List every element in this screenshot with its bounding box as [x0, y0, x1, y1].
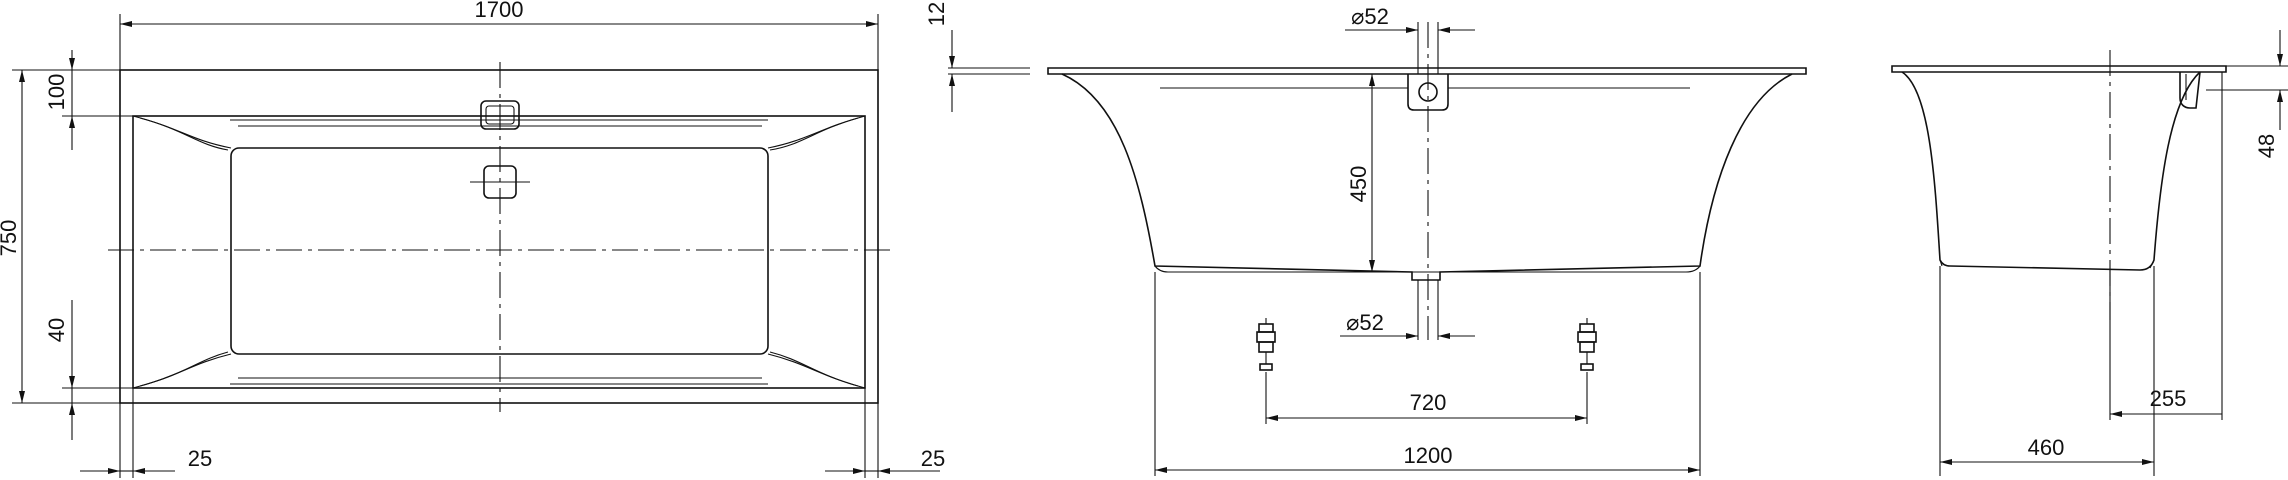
dim-label-inner-depth: 450 — [1346, 166, 1371, 203]
dim-label-rim-left: 25 — [188, 446, 212, 471]
dim-label-drain-diameter: ⌀52 — [1346, 310, 1384, 335]
top-view: 1700 750 100 40 25 25 — [0, 0, 945, 478]
side-view-rim — [1891, 65, 2227, 73]
dim-label-rim-height: 48 — [2254, 134, 2279, 158]
dim-label-base-width: 460 — [2028, 435, 2065, 460]
front-view-base-edge — [1154, 265, 1701, 273]
front-view: ⌀52 12 450 ⌀52 — [924, 2, 1807, 476]
dim-label-overflow-diameter: ⌀52 — [1351, 4, 1389, 29]
dim-label-rim-thickness: 12 — [924, 2, 949, 26]
top-view-inner-edge — [132, 115, 866, 389]
dim-label-width: 750 — [0, 220, 21, 257]
top-view-corner-slopes — [132, 115, 866, 389]
dim-label-rim-right: 25 — [921, 446, 945, 471]
dim-label-drain-offset: 255 — [2150, 386, 2187, 411]
side-view-body — [1901, 71, 2201, 271]
dim-label-base-length: 1200 — [1404, 443, 1453, 468]
front-view-foot-left — [1256, 318, 1276, 371]
top-view-corner-slopes-inner — [139, 117, 859, 387]
dim-label-rim-bottom: 40 — [44, 318, 69, 342]
side-view-overflow-fitting — [2179, 71, 2201, 109]
front-view-foot-right — [1577, 318, 1597, 371]
front-view-rim — [1047, 67, 1807, 75]
front-view-body — [1061, 73, 1793, 281]
side-view: 48 255 460 — [1891, 30, 2288, 476]
dim-label-feet-spacing: 720 — [1410, 390, 1447, 415]
dim-label-rim-top: 100 — [44, 74, 69, 111]
side-view-base-corners — [1939, 259, 2155, 269]
dim-label-length: 1700 — [475, 0, 524, 22]
